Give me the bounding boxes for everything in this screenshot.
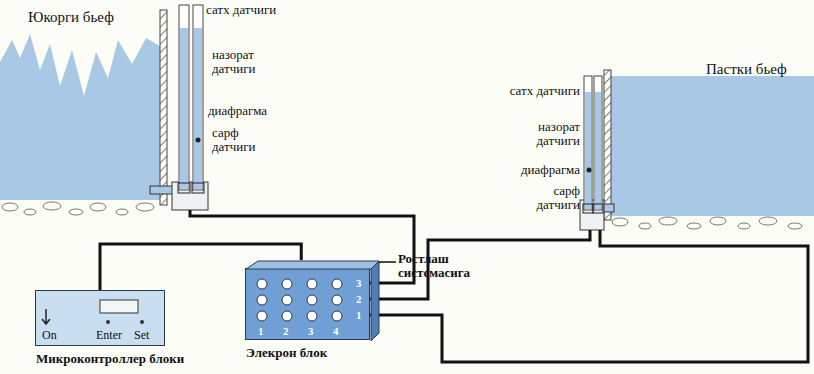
socket: [332, 295, 342, 305]
socket: [307, 311, 317, 321]
socket: [282, 311, 292, 321]
display: [100, 300, 138, 313]
row-number: 1: [356, 309, 362, 321]
socket: [257, 279, 267, 289]
dam-wall: [160, 10, 167, 205]
button-label: Enter: [96, 328, 122, 343]
button: [140, 320, 144, 324]
gauge-tubes: [583, 76, 603, 213]
gauge-tubes: [178, 5, 204, 193]
row-number: 3: [356, 277, 362, 289]
upstream-water: [0, 34, 160, 200]
button-label: On: [42, 328, 57, 343]
socket: [257, 311, 267, 321]
part-label: диафрагма: [500, 163, 580, 177]
button: [106, 320, 110, 324]
heading: Элекрон блок: [246, 345, 327, 361]
box-top: [246, 261, 379, 269]
controller-box: Микроконтроллер блокиOnEnterSet: [35, 290, 165, 346]
socket: [282, 279, 292, 289]
socket: [332, 311, 342, 321]
tube-base: [580, 200, 604, 230]
part-label: Юкорги бьеф: [28, 10, 114, 26]
part-label: назорат датчиги: [212, 48, 270, 75]
dam-wall: [604, 70, 611, 220]
cable: [190, 210, 808, 362]
socket: [332, 279, 342, 289]
column-number: 4: [333, 325, 339, 337]
part-label: сарф датчиги: [212, 126, 268, 153]
button-label: Set: [134, 328, 149, 343]
electronic-block: Элекрон блок1234321: [245, 268, 370, 340]
arrow-symbol: [42, 309, 50, 324]
part-label: сарф датчиги: [524, 184, 580, 211]
column-number: 1: [258, 325, 264, 337]
part-label: назорат датчиги: [522, 120, 580, 147]
column-number: 2: [283, 325, 289, 337]
socket: [307, 279, 317, 289]
socket: [307, 295, 317, 305]
row-number: 2: [356, 293, 362, 305]
part-label: Ростлаш системасига: [398, 252, 488, 279]
socket: [257, 295, 267, 305]
part-label: Пастки бьеф: [706, 62, 787, 78]
box-side: [371, 261, 379, 341]
socket: [282, 295, 292, 305]
part-label: сатх датчиги: [206, 3, 276, 17]
part-label: сатх датчиги: [492, 84, 580, 98]
part-label: диафрагма: [208, 104, 267, 118]
heading: Микроконтроллер блоки: [36, 351, 184, 367]
column-number: 3: [308, 325, 314, 337]
downstream-water: [611, 76, 814, 216]
